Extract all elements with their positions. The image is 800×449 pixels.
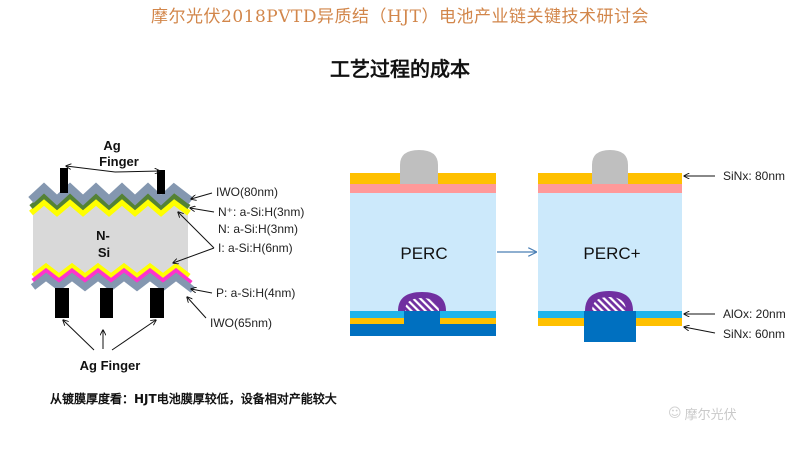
hjt-cell-diagram: N- Si Ag Finger IWO(80nm) N⁺: a-Si:H(3nm… xyxy=(28,138,304,373)
hjt-layer-i-top xyxy=(29,198,191,217)
ag-finger-top-label-line1: Ag xyxy=(103,138,120,153)
arrow-ag-top-2 xyxy=(114,171,160,172)
perc-rear-al xyxy=(350,324,496,336)
footer-note: 从镀膜厚度看：HJT电池膜厚较低，设备相对产能较大 xyxy=(50,392,337,406)
label-iwo-65: IWO(65nm) xyxy=(210,316,272,330)
ag-finger-top-1 xyxy=(60,168,68,193)
perc-plus-cell-diagram: PERC+ xyxy=(538,150,682,342)
arrow-rear-sinx xyxy=(684,327,716,334)
perc-label: PERC xyxy=(400,244,447,263)
slide-title: 工艺过程的成本 xyxy=(330,57,470,81)
perc-front-contact-fill xyxy=(400,173,438,184)
perc-rear-al-via xyxy=(404,311,440,324)
arrow-n-plus xyxy=(190,208,215,213)
hjt-layer-iwo-top xyxy=(28,182,194,206)
ag-finger-bottom-3 xyxy=(150,288,164,318)
hjt-layer-i-bottom xyxy=(31,262,191,280)
perc-plus-bsf-hatch xyxy=(592,297,626,311)
perc-front-contact xyxy=(400,150,438,174)
wechat-icon: ☺ xyxy=(668,406,682,421)
substrate-label-line1: N- xyxy=(96,228,110,243)
ag-finger-bottom-2 xyxy=(100,288,113,318)
substrate-label-line2: Si xyxy=(98,245,110,260)
label-i: I: a-Si:H(6nm) xyxy=(218,241,293,255)
arrow-ag-top-1 xyxy=(66,166,116,173)
perc-bulk xyxy=(350,193,496,311)
perc-plus-emitter xyxy=(538,184,682,193)
hjt-layer-n-top xyxy=(29,192,191,211)
label-iwo-80: IWO(80nm) xyxy=(216,185,278,199)
perc-bsf-hatch xyxy=(405,298,439,311)
arrow-iwo-65 xyxy=(187,297,207,319)
perc-cell-diagram: PERC xyxy=(350,150,496,336)
arrow-ag-bottom-1 xyxy=(63,320,95,351)
arrow-i-bottom xyxy=(173,247,215,263)
ag-finger-bottom-label: Ag Finger xyxy=(80,358,141,373)
n-si-substrate xyxy=(33,205,188,275)
arrow-p xyxy=(191,289,213,294)
label-p: P: a-Si:H(4nm) xyxy=(216,286,295,300)
arrow-iwo-80 xyxy=(191,192,213,199)
arrow-i-top xyxy=(178,212,215,249)
label-n: N: a-Si:H(3nm) xyxy=(218,222,298,236)
watermark-text: 摩尔光伏 xyxy=(684,408,737,423)
arrow-ag-bottom-3 xyxy=(111,320,156,351)
label-alox: AlOx: 20nm xyxy=(723,307,786,321)
perc-plus-rear-al-step-l xyxy=(590,311,630,319)
perc-plus-front-contact-fill xyxy=(592,173,628,184)
perc-emitter xyxy=(350,184,496,193)
label-rear-sinx: SiNx: 60nm xyxy=(723,327,785,341)
label-front-sinx: SiNx: 80nm xyxy=(723,169,785,183)
watermark: ☺ 摩尔光伏 xyxy=(668,404,737,423)
ag-finger-top-label-line2: Finger xyxy=(99,154,139,169)
conference-title: 摩尔光伏2018PVTD异质结（HJT）电池产业链关键技术研讨会 xyxy=(151,7,649,27)
ag-finger-bottom-1 xyxy=(55,288,69,318)
hjt-layer-p-bottom xyxy=(31,267,193,285)
perc-plus-front-contact xyxy=(592,150,628,174)
perc-plus-label: PERC+ xyxy=(583,244,640,263)
hjt-layer-iwo-bottom xyxy=(30,272,196,293)
ag-finger-top-2 xyxy=(157,170,165,194)
label-n-plus: N⁺: a-Si:H(3nm) xyxy=(218,205,304,219)
